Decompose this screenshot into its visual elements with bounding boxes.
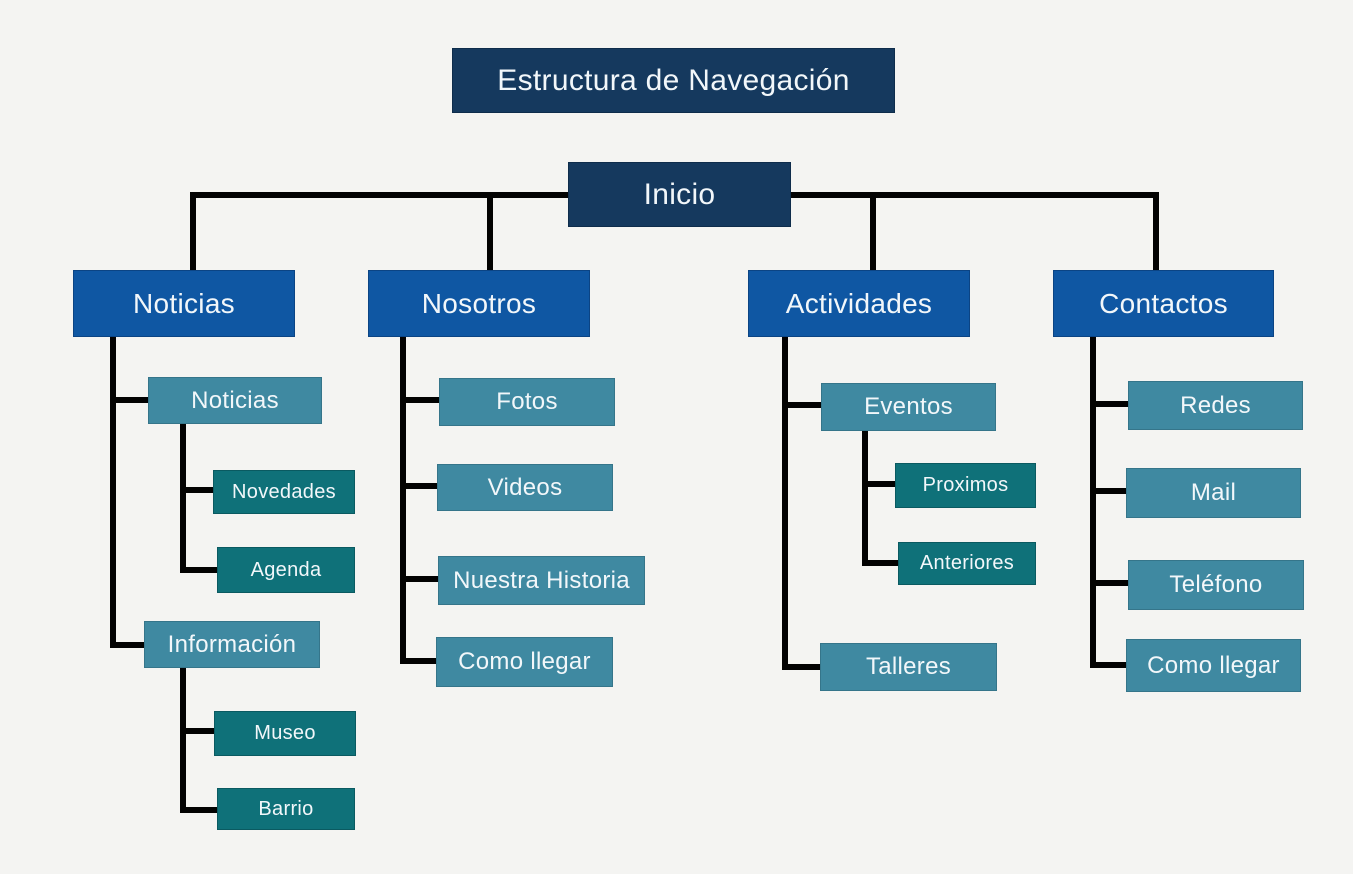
node-mail: Mail: [1126, 468, 1301, 518]
node-inicio: Inicio: [568, 162, 791, 227]
connector-stub-barrio: [180, 807, 217, 813]
connector-stub-eventos: [782, 402, 821, 408]
connector-drop-nosotros: [487, 192, 493, 270]
node-videos: Videos: [437, 464, 613, 511]
node-museo: Museo: [214, 711, 356, 756]
connector-trunk-nosotros: [400, 337, 406, 664]
connector-stub-informacion: [110, 642, 144, 648]
node-nuestra-historia: Nuestra Historia: [438, 556, 645, 605]
node-proximos: Proximos: [895, 463, 1036, 508]
connector-stub-fotos: [400, 397, 439, 403]
node-noticias-sub: Noticias: [148, 377, 322, 424]
connector-trunk-noticias-sub: [180, 424, 186, 573]
connector-stub-telefono: [1090, 580, 1128, 586]
node-novedades: Novedades: [213, 470, 355, 514]
connector-stub-museo: [180, 728, 214, 734]
node-barrio: Barrio: [217, 788, 355, 830]
node-contactos: Contactos: [1053, 270, 1274, 337]
connector-trunk-actividades: [782, 337, 788, 670]
node-agenda: Agenda: [217, 547, 355, 593]
connector-trunk-contactos: [1090, 337, 1096, 668]
connector-stub-como-llegar-nosotros: [400, 658, 436, 664]
connector-trunk-noticias: [110, 337, 116, 648]
connector-stub-como-llegar-contactos: [1090, 662, 1126, 668]
node-fotos: Fotos: [439, 378, 615, 426]
connector-trunk-informacion: [180, 668, 186, 813]
connector-stub-mail: [1090, 488, 1126, 494]
connector-stub-anteriores: [862, 560, 898, 566]
connector-stub-agenda: [180, 567, 217, 573]
connector-stub-novedades: [180, 487, 213, 493]
connector-drop-actividades: [870, 192, 876, 270]
connector-stub-redes: [1090, 401, 1128, 407]
connector-drop-noticias: [190, 192, 196, 270]
node-talleres: Talleres: [820, 643, 997, 691]
connector-trunk-eventos: [862, 431, 868, 566]
connector-stub-noticias-sub: [110, 397, 148, 403]
connector-stub-proximos: [862, 481, 895, 487]
connector-stub-videos: [400, 483, 437, 489]
node-noticias: Noticias: [73, 270, 295, 337]
node-como-llegar-nosotros: Como llegar: [436, 637, 613, 687]
diagram-title: Estructura de Navegación: [452, 48, 895, 113]
node-nosotros: Nosotros: [368, 270, 590, 337]
node-eventos: Eventos: [821, 383, 996, 431]
node-redes: Redes: [1128, 381, 1303, 430]
connector-stub-nuestra-historia: [400, 576, 438, 582]
node-telefono: Teléfono: [1128, 560, 1304, 610]
node-informacion: Información: [144, 621, 320, 668]
node-actividades: Actividades: [748, 270, 970, 337]
connector-drop-contactos: [1153, 192, 1159, 270]
connector-stub-talleres: [782, 664, 820, 670]
node-como-llegar-contactos: Como llegar: [1126, 639, 1301, 692]
node-anteriores: Anteriores: [898, 542, 1036, 585]
